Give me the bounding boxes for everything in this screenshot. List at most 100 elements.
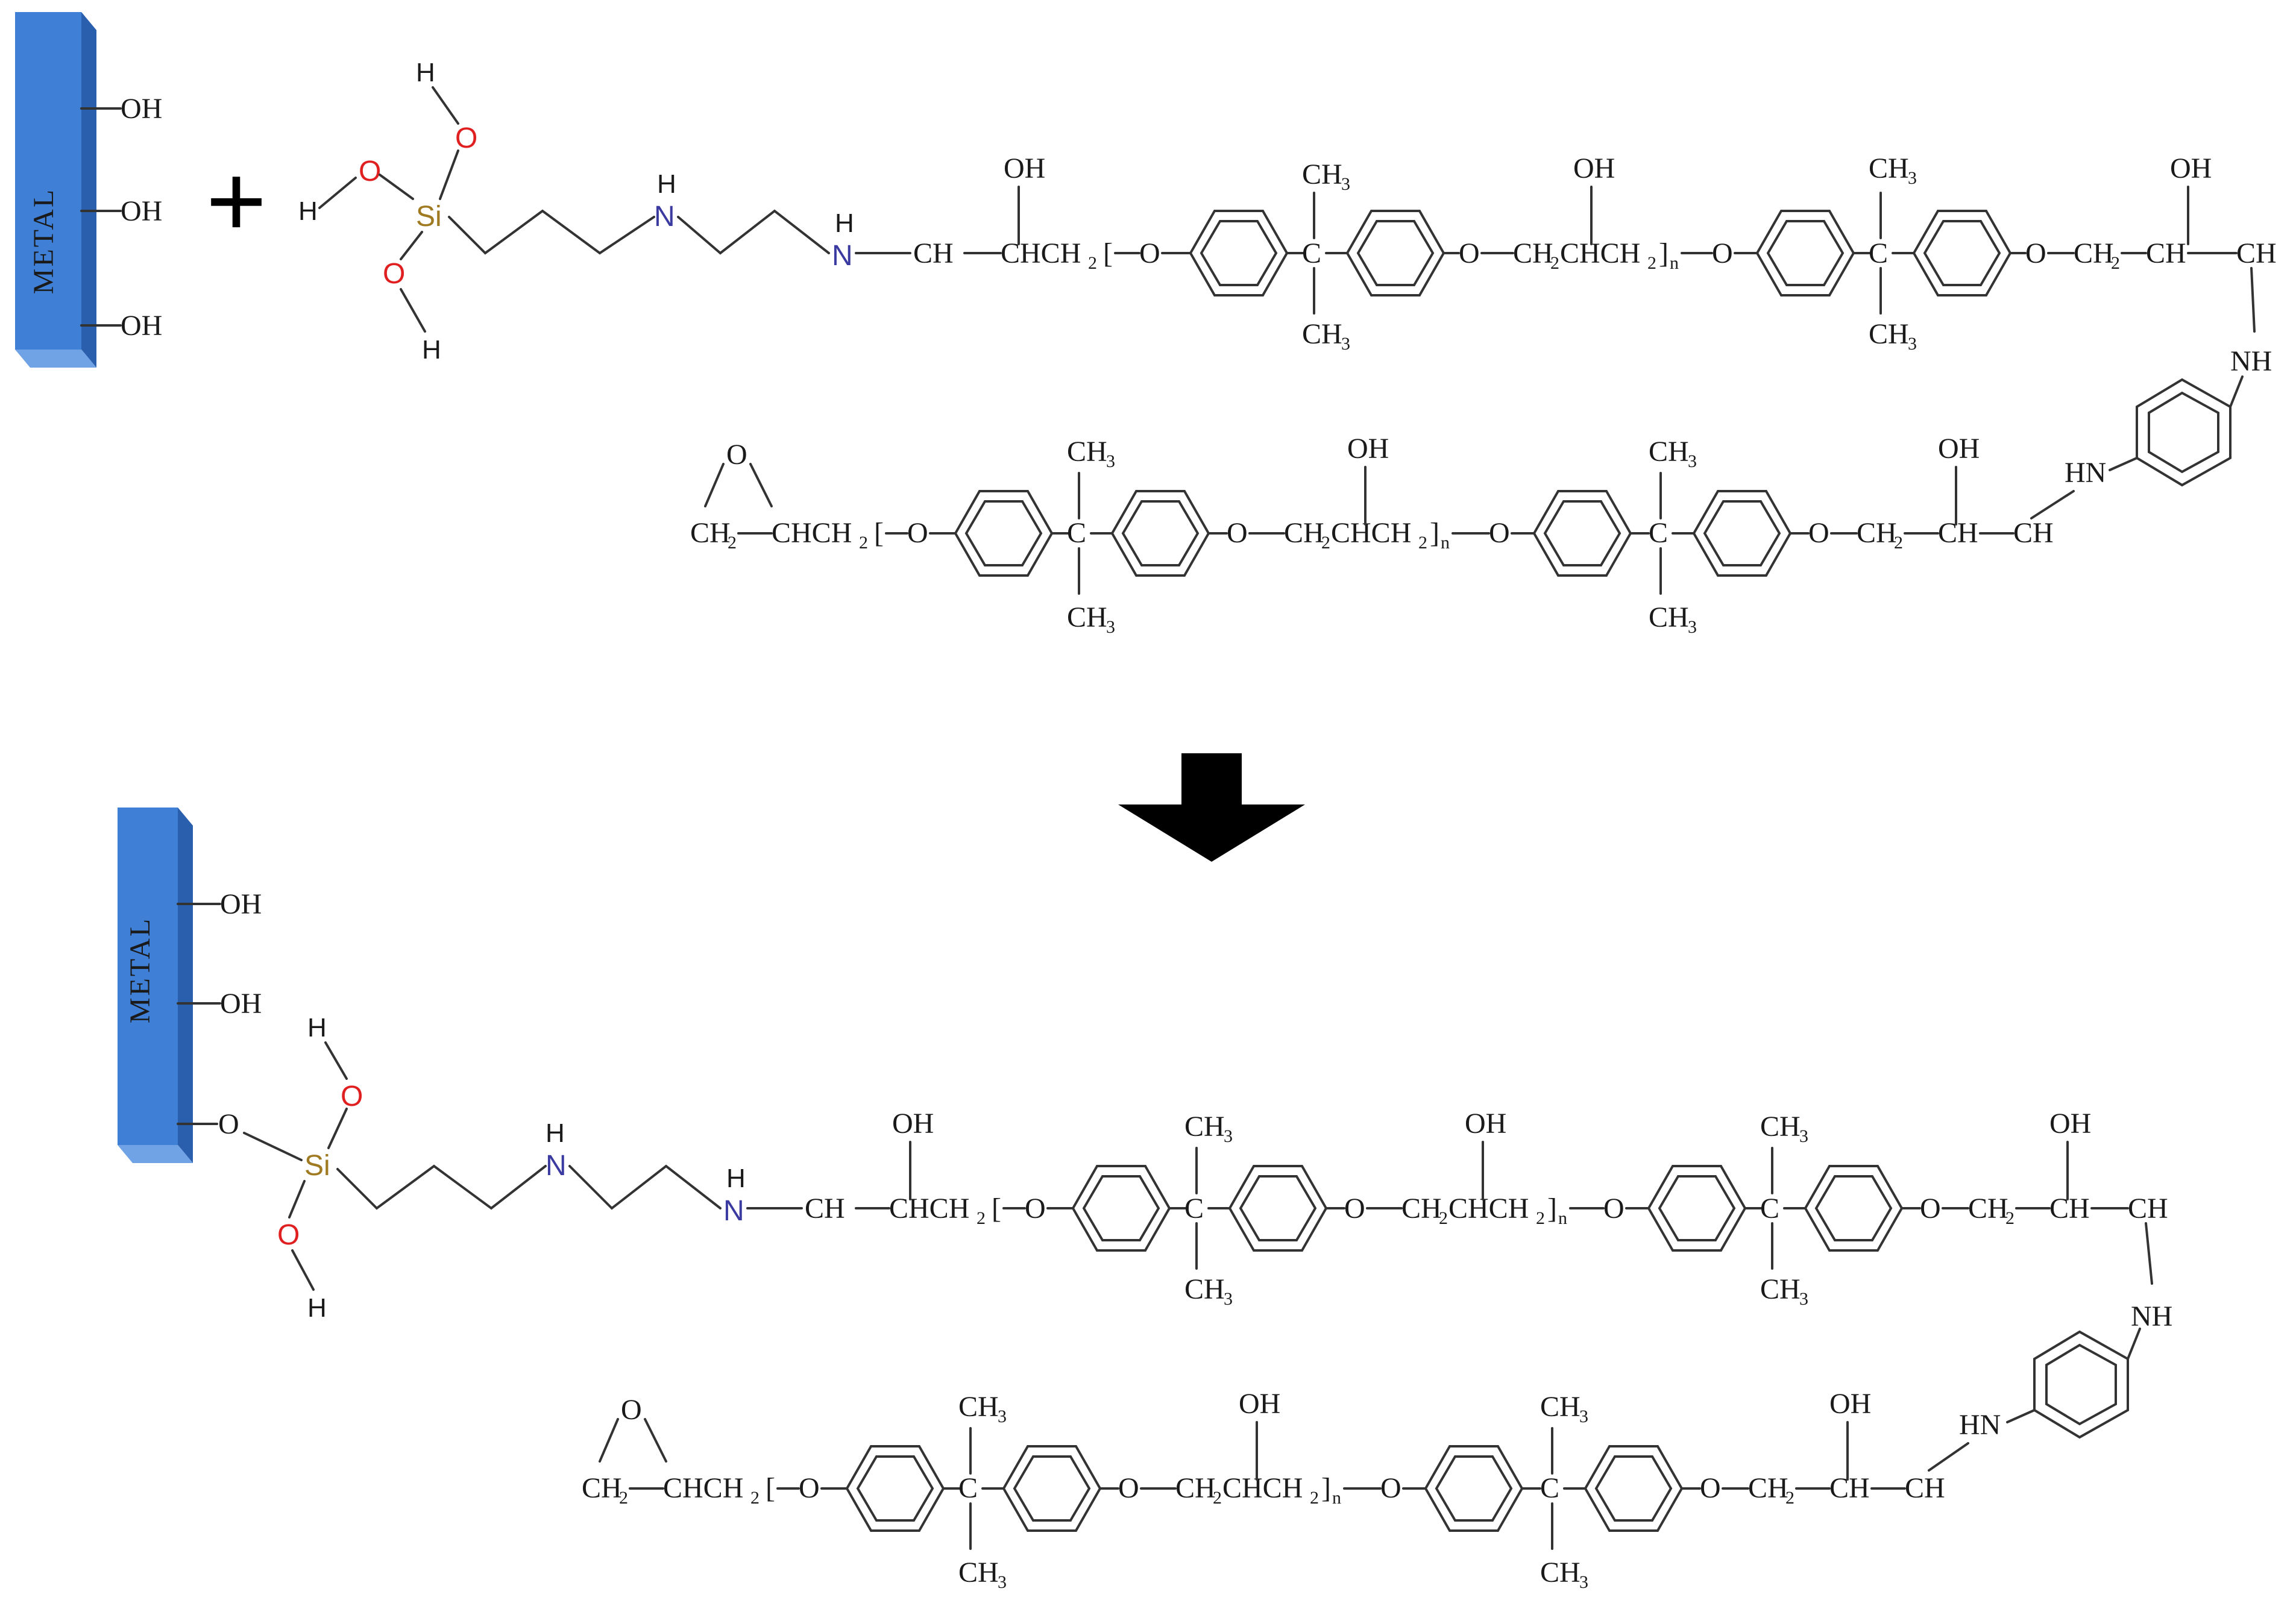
metal-hydroxyls-bottom: OH OH O — [177, 888, 303, 1161]
svg-text:CH: CH — [1401, 1193, 1442, 1225]
svg-text:2: 2 — [1418, 533, 1427, 553]
svg-text:2: 2 — [750, 1488, 760, 1508]
svg-text:3: 3 — [998, 1407, 1007, 1426]
svg-text:[: [ — [992, 1193, 1001, 1225]
svg-text:2: 2 — [1550, 253, 1559, 273]
svg-text:3: 3 — [1579, 1572, 1588, 1592]
plus-sign: + — [206, 142, 268, 262]
svg-text:C: C — [1302, 237, 1321, 269]
hydroxyl-2: OH — [121, 195, 162, 227]
svg-text:Si: Si — [416, 201, 442, 233]
metal-label: METAL — [28, 188, 60, 294]
svg-text:2: 2 — [1785, 1488, 1794, 1508]
svg-text:H: H — [546, 1118, 565, 1148]
metal-front-face — [118, 808, 178, 1145]
svg-text:CH: CH — [1302, 318, 1342, 350]
svg-text:]: ] — [1659, 237, 1669, 269]
svg-text:2: 2 — [1088, 253, 1097, 273]
silanol-group-top: H O H O Si O H — [298, 58, 477, 365]
svg-text:OH: OH — [892, 1108, 934, 1140]
svg-text:CH: CH — [690, 517, 731, 549]
svg-text:CH: CH — [1067, 436, 1107, 468]
metal-front-face — [15, 12, 81, 350]
svg-text:O: O — [1808, 517, 1829, 549]
svg-text:CH: CH — [1540, 1391, 1580, 1423]
svg-text:CH: CH — [1175, 1472, 1216, 1504]
svg-text:CH: CH — [1829, 1472, 1870, 1504]
svg-text:CHCH: CHCH — [1001, 237, 1081, 269]
svg-text:N: N — [723, 1195, 744, 1227]
svg-text:O: O — [1459, 237, 1480, 269]
metal-block-bottom: METAL — [118, 808, 193, 1163]
svg-text:OH: OH — [1004, 152, 1045, 184]
svg-text:N: N — [832, 240, 853, 272]
svg-text:O: O — [621, 1394, 642, 1426]
svg-text:CH: CH — [1748, 1472, 1788, 1504]
hydroxyl-1: OH — [121, 93, 162, 125]
svg-text:CH: CH — [2128, 1193, 2168, 1225]
metal-side-face — [178, 808, 193, 1163]
svg-text:O: O — [1025, 1193, 1046, 1225]
metal-side-face — [81, 12, 96, 368]
svg-text:O: O — [341, 1081, 363, 1112]
svg-text:O: O — [359, 155, 381, 187]
svg-text:n: n — [1670, 253, 1679, 273]
svg-text:CH: CH — [805, 1193, 845, 1225]
svg-text:CH: CH — [1184, 1273, 1225, 1305]
svg-text:3: 3 — [1224, 1289, 1233, 1309]
svg-text:[: [ — [766, 1472, 775, 1504]
svg-text:CH: CH — [1284, 517, 1324, 549]
svg-text:2: 2 — [1536, 1208, 1545, 1228]
svg-text:OH: OH — [1573, 152, 1615, 184]
svg-text:3: 3 — [1106, 451, 1115, 471]
hydroxyl-1: OH — [220, 888, 262, 920]
svg-text:]: ] — [1430, 517, 1439, 549]
epoxy-chain-row1-bottom: CH CHCH 2 OH [ O C CH 3 CH 3 O CH 2 CHCH… — [805, 1108, 2172, 1332]
svg-text:NH: NH — [2131, 1300, 2172, 1332]
svg-text:3: 3 — [1341, 334, 1350, 354]
svg-text:2: 2 — [2111, 253, 2120, 273]
svg-text:n: n — [1441, 533, 1450, 553]
svg-text:3: 3 — [1688, 451, 1697, 471]
svg-text:H: H — [416, 58, 435, 87]
svg-text:2: 2 — [1213, 1488, 1222, 1508]
svg-text:CH: CH — [2236, 237, 2277, 269]
svg-text:CH: CH — [1649, 436, 1689, 468]
svg-text:3: 3 — [1579, 1407, 1588, 1426]
svg-text:O: O — [1227, 517, 1248, 549]
svg-text:OH: OH — [1347, 433, 1389, 465]
svg-text:O: O — [1344, 1193, 1365, 1225]
svg-text:CH: CH — [1869, 318, 1909, 350]
svg-text:O: O — [1603, 1193, 1624, 1225]
svg-text:O: O — [1118, 1472, 1139, 1504]
svg-text:CHCH: CHCH — [1560, 237, 1640, 269]
svg-text:3: 3 — [1688, 617, 1697, 637]
svg-text:CH: CH — [958, 1557, 999, 1589]
svg-text:3: 3 — [1341, 174, 1350, 194]
svg-text:NH: NH — [2230, 345, 2272, 377]
svg-text:CH: CH — [2013, 517, 2054, 549]
svg-text:2: 2 — [859, 533, 868, 553]
svg-text:N: N — [654, 201, 675, 233]
svg-text:]: ] — [1321, 1472, 1331, 1504]
svg-text:OH: OH — [1239, 1388, 1280, 1420]
svg-text:O: O — [799, 1472, 820, 1504]
svg-text:C: C — [1540, 1472, 1559, 1504]
svg-text:[: [ — [874, 517, 884, 549]
svg-text:CH: CH — [1869, 152, 1909, 184]
svg-text:CH: CH — [1760, 1273, 1801, 1305]
svg-text:[: [ — [1103, 237, 1113, 269]
svg-text:C: C — [1067, 517, 1086, 549]
svg-text:CH: CH — [2146, 237, 2186, 269]
aminopropyl-chain-top: H N H N — [448, 169, 911, 272]
epoxy-chain-row2-top: O CH 2 CHCH 2 [ O C CH 3 CH 3 O CH 2 CHC… — [690, 433, 2054, 637]
svg-text:OH: OH — [2170, 152, 2212, 184]
reaction-arrow — [1118, 753, 1305, 862]
svg-text:CHCH: CHCH — [1222, 1472, 1303, 1504]
svg-text:CH: CH — [2074, 237, 2114, 269]
svg-text:3: 3 — [998, 1572, 1007, 1592]
svg-text:CH: CH — [1184, 1111, 1225, 1143]
phenylenediamine-bottom: HN — [1928, 1328, 2141, 1472]
svg-text:O: O — [1700, 1472, 1721, 1504]
svg-text:]: ] — [1547, 1193, 1557, 1225]
